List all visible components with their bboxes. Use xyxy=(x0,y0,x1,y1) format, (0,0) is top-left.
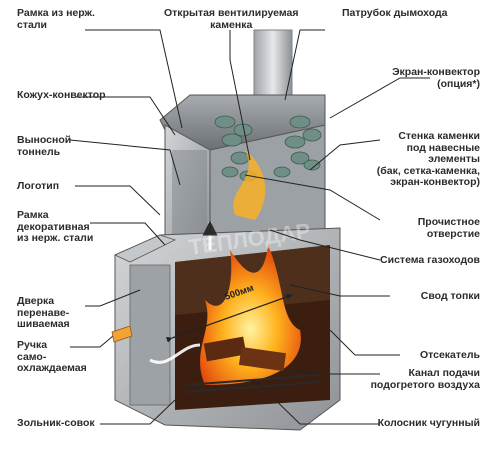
label-decorative-frame: Рамка декоративная из нерж. стали xyxy=(17,209,94,244)
handle xyxy=(111,325,133,343)
label-stone-box-wall: Стенка каменки под навесные элементы (ба… xyxy=(376,130,480,188)
label-convector-screen: Экран-конвектор (опция*) xyxy=(392,66,480,90)
label-convector-casing: Кожух-конвектор xyxy=(17,89,106,101)
leader-lines xyxy=(69,29,430,425)
airflow-arrows xyxy=(149,220,218,364)
label-gas-duct-system: Система газоходов xyxy=(380,254,480,266)
label-cast-iron-grate: Колосник чугунный xyxy=(377,417,480,429)
label-self-cooling-handle: Ручка само- охлаждаемая xyxy=(17,339,87,374)
label-ash-pan: Зольник-совок xyxy=(17,417,95,429)
stones xyxy=(214,115,322,182)
label-reversible-door: Дверка перенаве- шиваемая xyxy=(17,295,70,330)
grate xyxy=(184,374,321,393)
label-cleaning-hole: Прочистное отверстие xyxy=(417,216,480,240)
label-open-stone-box: Открытая вентилируемая каменка xyxy=(164,7,299,31)
label-firebox-vault: Свод топки xyxy=(420,290,480,302)
label-chimney-pipe: Патрубок дымохода xyxy=(342,7,448,19)
label-warm-air-channel: Канал подачи подогретого воздуха xyxy=(370,367,480,391)
label-logo: Логотип xyxy=(17,180,60,192)
label-cutoff: Отсекатель xyxy=(419,349,480,361)
label-tunnel: Выносной тоннель xyxy=(17,134,72,158)
label-frame-steel-top: Рамка из нерж. стали xyxy=(17,7,95,31)
